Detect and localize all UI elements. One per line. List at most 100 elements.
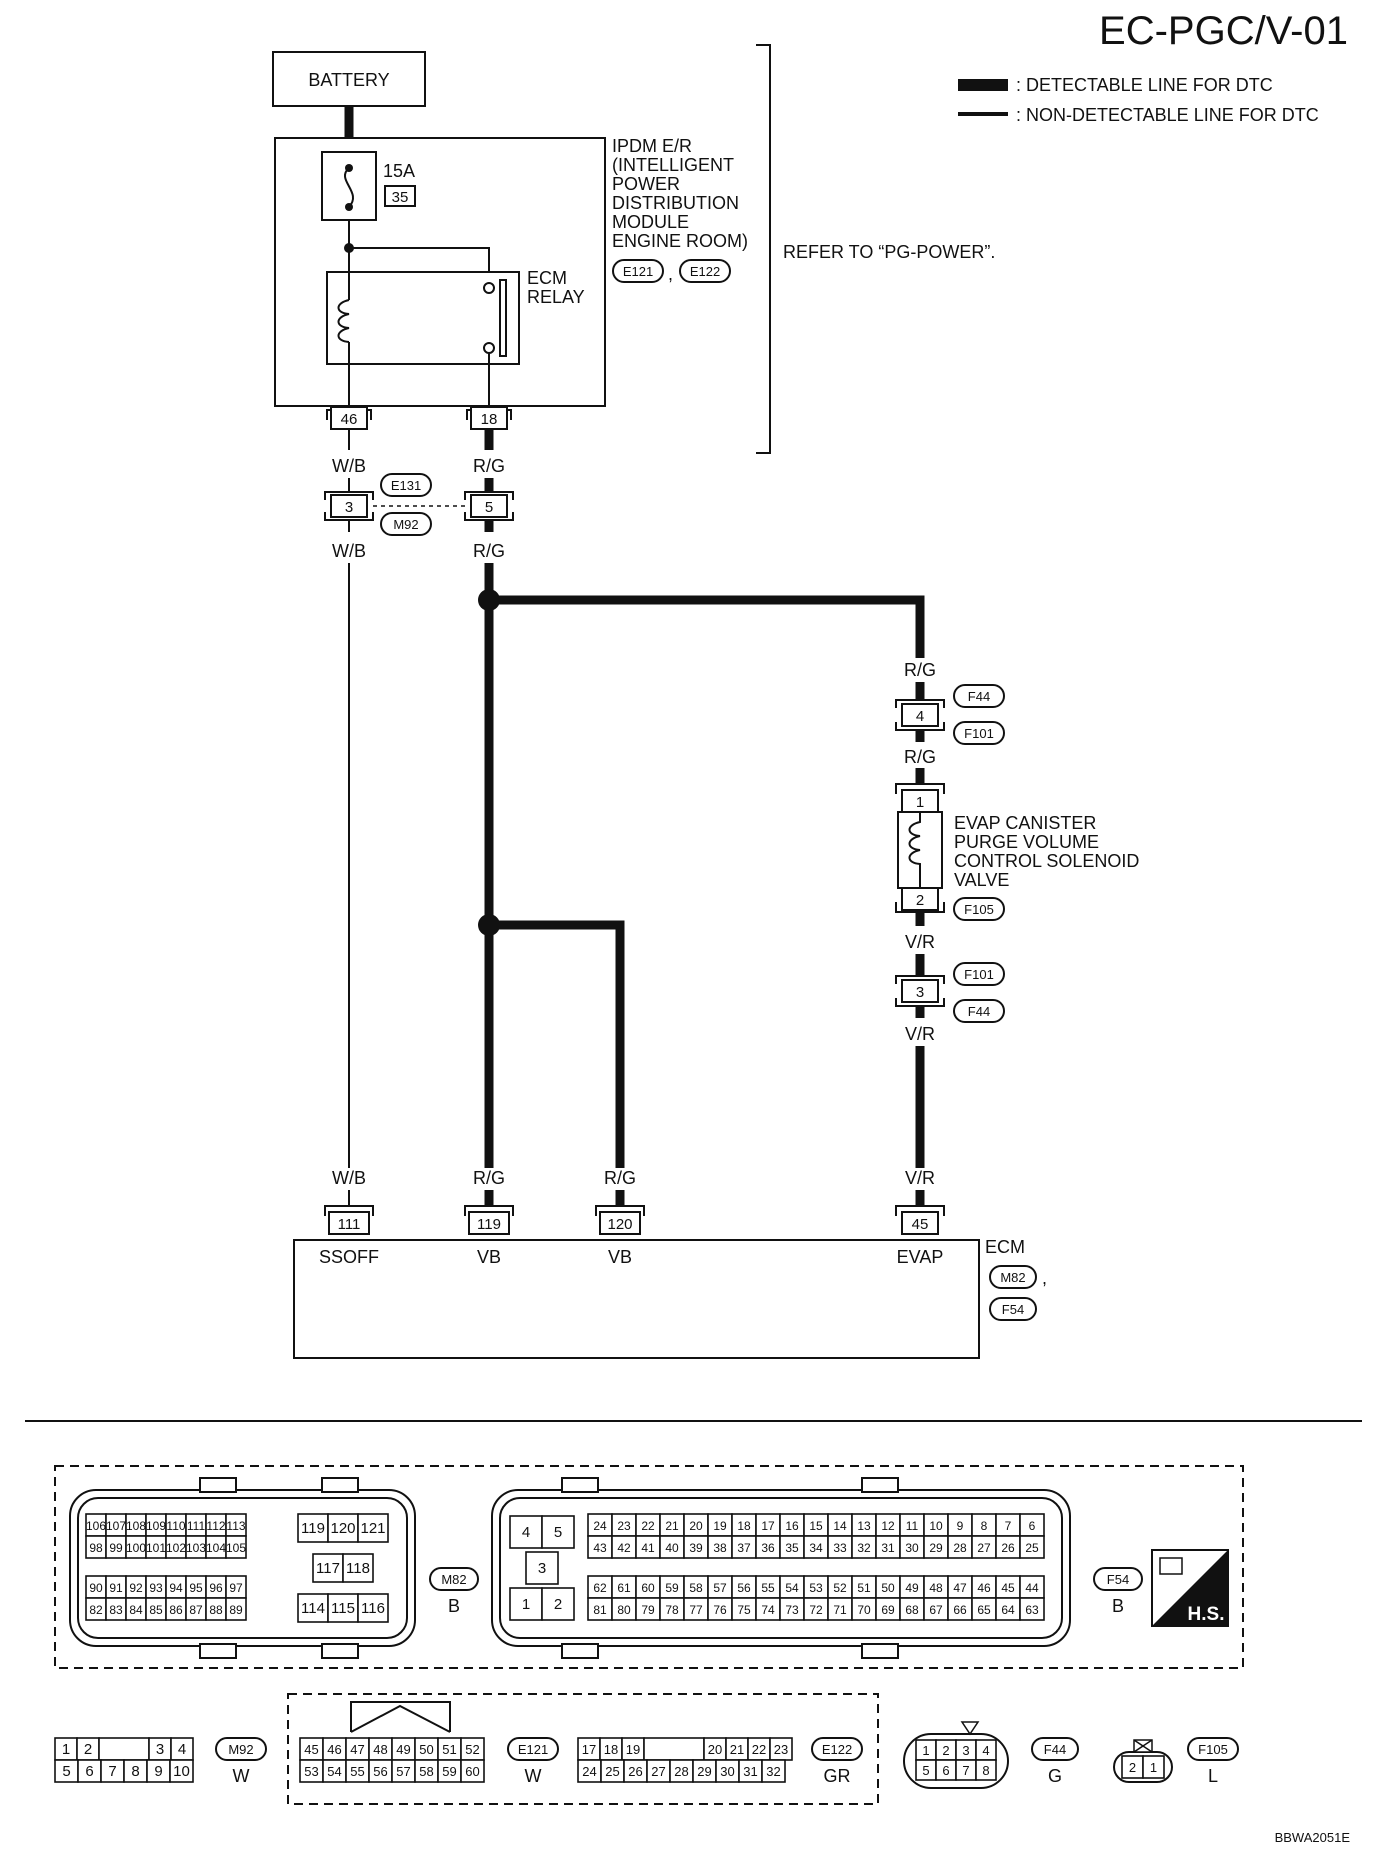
ecm-box xyxy=(293,1239,980,1359)
m82-pin-120-label: 120 xyxy=(330,1520,355,1537)
solenoid-coil-icon xyxy=(908,812,921,888)
f54-pin-34-label: 34 xyxy=(809,1541,823,1555)
relay-coil-icon xyxy=(337,272,350,364)
m82-pin-116-label: 116 xyxy=(361,1600,385,1617)
legend-detectable-label: : DETECTABLE LINE FOR DTC xyxy=(1016,75,1273,95)
m82-latch-bottom-1 xyxy=(199,1643,237,1659)
f44-housing xyxy=(903,1733,1009,1789)
f54-pin-63-cell xyxy=(1019,1597,1045,1621)
wire-rg-to-vb2 xyxy=(489,920,625,1168)
e121-pin-46-label: 46 xyxy=(327,1742,341,1757)
ecm-connector-group-frame xyxy=(54,1465,1244,1669)
connector-e122-badge xyxy=(679,259,731,283)
label-bg-4 xyxy=(900,1168,940,1188)
m82-pin-84-label: 84 xyxy=(129,1603,143,1617)
face-f44-code: F44 xyxy=(1044,1742,1066,1757)
m92-pin-5-label: 5 xyxy=(62,1763,70,1780)
m92-pin-2-label: 2 xyxy=(84,1741,92,1758)
f54-pin-59-label: 59 xyxy=(665,1581,679,1595)
e122-pin-28-label: 28 xyxy=(674,1764,688,1779)
m82-pin-91-label: 91 xyxy=(109,1581,123,1595)
f54-pin-40-label: 40 xyxy=(665,1541,679,1555)
m92-pin-4-label: 4 xyxy=(178,1741,186,1758)
e122-pin-23-label: 23 xyxy=(774,1742,788,1757)
face-m82-code: M82 xyxy=(441,1572,466,1587)
terminal-1: 1 xyxy=(916,794,924,811)
m82-pin-109-label: 109 xyxy=(146,1519,166,1533)
terminal-111: 111 xyxy=(338,1216,361,1233)
terminal-119: 119 xyxy=(477,1216,501,1233)
m92-pin-10-label: 10 xyxy=(173,1763,190,1780)
e121-pin-45-label: 45 xyxy=(304,1742,318,1757)
e122-pin-31-label: 31 xyxy=(743,1764,757,1779)
f54-pin-58-label: 58 xyxy=(689,1581,703,1595)
m82-housing-inner xyxy=(77,1497,408,1639)
m92-blank-cell xyxy=(98,1737,150,1761)
f54-pin-47-label: 47 xyxy=(953,1581,967,1595)
e121-pin-55-label: 55 xyxy=(350,1764,364,1779)
face-e121-color: W xyxy=(525,1766,542,1786)
f54-pin-64-label: 64 xyxy=(1001,1603,1015,1617)
f54-pin-74-label: 74 xyxy=(761,1603,775,1617)
terminal-2-box xyxy=(901,887,939,911)
m82-pin-112-label: 112 xyxy=(206,1519,225,1533)
terminal-119-box xyxy=(468,1211,510,1235)
face-e121-badge xyxy=(507,1737,559,1761)
wire-color-vr-3: V/R xyxy=(905,1168,935,1188)
m82-latch-bottom-2 xyxy=(321,1643,359,1659)
wire-color-wb-1: W/B xyxy=(332,456,366,476)
f54-pin-26-label: 26 xyxy=(1001,1541,1015,1555)
f54-pin-1-label: 1 xyxy=(522,1596,530,1613)
f54-pin-10-label: 10 xyxy=(929,1519,943,1533)
connector-f54-badge xyxy=(989,1297,1037,1321)
connector-e131-badge xyxy=(380,473,432,497)
f54-pin-57-label: 57 xyxy=(713,1581,727,1595)
connector-e122-code: E122 xyxy=(690,264,720,279)
m82-pin-116-cell xyxy=(357,1593,389,1623)
e122-pin-21-label: 21 xyxy=(730,1742,744,1757)
wire-color-vr-2: V/R xyxy=(905,1024,935,1044)
f54-pin-19-label: 19 xyxy=(713,1519,727,1533)
m82-pin-121-label: 121 xyxy=(360,1520,385,1537)
f54-pin-51-label: 51 xyxy=(857,1581,871,1595)
m82-pin-87-label: 87 xyxy=(189,1603,203,1617)
f54-pin-5-label: 5 xyxy=(554,1524,562,1541)
e122-pin-18-label: 18 xyxy=(604,1742,618,1757)
terminal-5-box xyxy=(470,494,508,518)
m82-pin-115-label: 115 xyxy=(331,1600,355,1617)
e121-pin-52-label: 52 xyxy=(465,1742,479,1757)
relay-switch-arm xyxy=(499,279,507,357)
f54-pin-1-cell xyxy=(509,1587,543,1621)
relay-contact-top xyxy=(483,282,495,294)
e122-pin-32-label: 32 xyxy=(766,1764,780,1779)
f54-pin-49-label: 49 xyxy=(905,1581,919,1595)
terminal-120: 120 xyxy=(607,1216,632,1233)
terminal-111-box xyxy=(328,1211,370,1235)
connector-f54-code: F54 xyxy=(1002,1302,1024,1317)
ecm-connector-separator: , xyxy=(1042,1268,1047,1288)
face-f44-badge xyxy=(1031,1737,1079,1761)
m92-pin-9-label: 9 xyxy=(154,1763,162,1780)
connector-f101-badge-1 xyxy=(953,721,1005,745)
face-m82-color: B xyxy=(448,1596,460,1616)
f54-latch-top-2 xyxy=(861,1477,899,1493)
f54-pin-12-label: 12 xyxy=(881,1519,895,1533)
m82-pin-85-label: 85 xyxy=(149,1603,163,1617)
f54-pin-69-label: 69 xyxy=(881,1603,895,1617)
f54-pin-68-label: 68 xyxy=(905,1603,919,1617)
ipdm-connector-separator: , xyxy=(668,264,673,284)
m82-pin-114-label: 114 xyxy=(301,1600,325,1617)
face-f54-code: F54 xyxy=(1107,1572,1129,1587)
hs-label: H.S. xyxy=(1188,1604,1225,1625)
f54-pin-13-label: 13 xyxy=(857,1519,871,1533)
e121-pin-50-label: 50 xyxy=(419,1742,433,1757)
f54-pin-60-label: 60 xyxy=(641,1581,655,1595)
f54-pin-16-label: 16 xyxy=(785,1519,799,1533)
svg-text:DISTRIBUTION: DISTRIBUTION xyxy=(612,193,739,213)
terminal-2: 2 xyxy=(916,892,924,909)
m92-pin-8-label: 8 xyxy=(131,1763,139,1780)
f54-pin-22-label: 22 xyxy=(641,1519,655,1533)
svg-text:CONTROL SOLENOID: CONTROL SOLENOID xyxy=(954,851,1139,871)
m82-pin-82-label: 82 xyxy=(89,1603,103,1617)
e122-pin-25-label: 25 xyxy=(605,1764,619,1779)
